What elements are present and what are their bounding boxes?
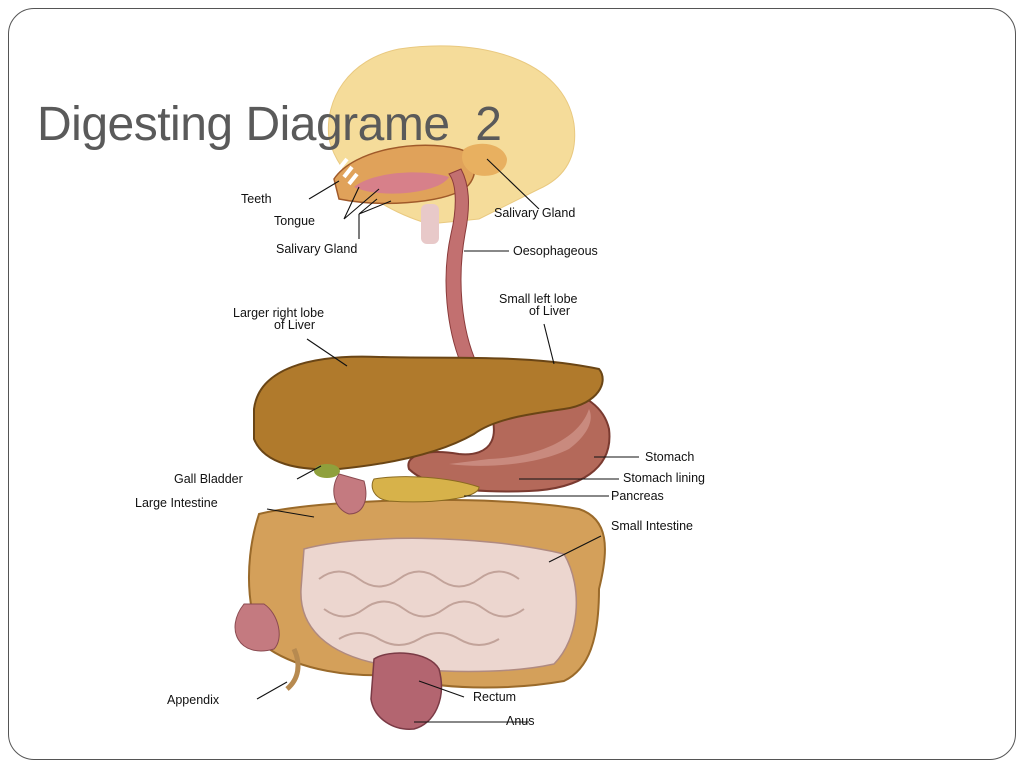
teeth-leader [308, 180, 340, 200]
trachea-shape [421, 204, 439, 244]
label-stomach-lining: Stomach lining [623, 471, 705, 485]
tongue-shape [354, 172, 449, 194]
label-appendix: Appendix [167, 693, 220, 707]
label-teeth: Teeth [241, 192, 272, 206]
appendix-leader [256, 681, 288, 700]
slide: Digesting Diagrame 2 [8, 8, 1016, 760]
label-pancreas: Pancreas [611, 489, 664, 503]
label-tongue: Tongue [274, 214, 315, 228]
label-salivary-gland-upper: Salivary Gland [494, 206, 575, 220]
label-liver-right-1: Larger right lobe [233, 306, 324, 320]
salivary-gland-lower-leader [358, 198, 392, 239]
pancreas-shape [371, 476, 480, 503]
liver-right-leader [306, 338, 348, 367]
label-liver-left-1: Small left lobe [499, 292, 578, 306]
large-intestine-leader [266, 508, 315, 518]
label-anus: Anus [506, 714, 535, 728]
appendix-shape [234, 603, 280, 652]
label-stomach: Stomach [645, 450, 694, 464]
label-large-intestine: Large Intestine [135, 496, 218, 510]
gall-bladder-shape [314, 464, 340, 478]
small-intestine-leader [548, 535, 602, 563]
tongue-leader [343, 186, 380, 220]
label-small-intestine: Small Intestine [611, 519, 693, 533]
stomach-lining-shape [449, 409, 591, 466]
label-oesophageous: Oesophageous [513, 244, 598, 258]
rectum-shape [370, 652, 443, 730]
teeth-shape [337, 157, 359, 186]
small-intestine-folds [318, 570, 525, 646]
slide-title: Digesting Diagrame 2 [37, 98, 502, 151]
rectum-leader [418, 680, 465, 698]
label-rectum: Rectum [473, 690, 516, 704]
digestive-system-diagram: Teeth Tongue Salivary Gland Salivary Gla… [135, 45, 705, 730]
gall-bladder-leader [296, 465, 322, 480]
appendix-tail [285, 647, 301, 691]
label-liver-right-2: of Liver [274, 318, 315, 332]
small-intestine-shape [300, 537, 578, 673]
salivary-gland-upper-leader [486, 158, 540, 210]
duodenum-shape [333, 473, 367, 515]
label-salivary-gland-lower: Salivary Gland [276, 242, 357, 256]
liver-left-leader [543, 323, 555, 365]
label-liver-left-2: of Liver [529, 304, 570, 318]
label-gall-bladder: Gall Bladder [174, 472, 243, 486]
